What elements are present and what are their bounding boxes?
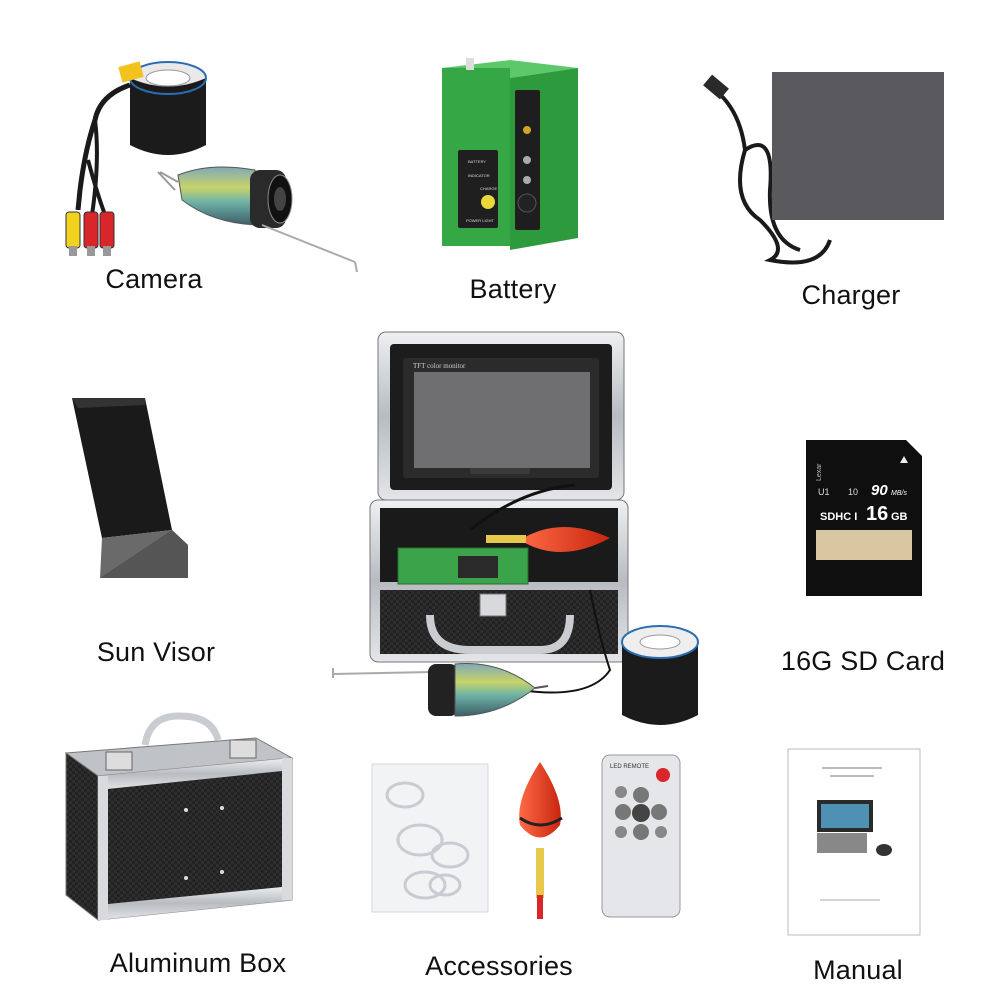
sun-visor-product xyxy=(72,398,188,578)
sd-speed: 90 xyxy=(871,482,888,499)
battery-product xyxy=(442,58,578,250)
sd-speed-unit: MB/s xyxy=(891,490,907,497)
sd-capacity-unit: GB xyxy=(891,511,908,523)
fish-camera-secondary xyxy=(332,663,549,717)
charger-product xyxy=(703,72,944,265)
camera-label: Camera xyxy=(105,264,203,294)
remote-header: LED REMOTE xyxy=(610,764,649,770)
sd-uhs-mark: U1 xyxy=(818,487,830,497)
sd-type-mark: SDHC I xyxy=(820,511,857,523)
aluminum-box-label: Aluminum Box xyxy=(109,948,287,978)
accessories-label: Accessories xyxy=(425,951,573,981)
sun-visor-label: Sun Visor xyxy=(96,637,216,667)
manual-label: Manual xyxy=(813,955,903,985)
battery-panel-text-3: CHARGE xyxy=(480,186,497,191)
manual-product xyxy=(787,748,921,936)
cable-reel-secondary xyxy=(621,625,699,725)
sd-class-mark: 10 xyxy=(848,487,858,497)
battery-panel-text-2: INDICATOR xyxy=(468,173,490,178)
sd-capacity: 16 xyxy=(866,503,888,525)
sd-brand: Lexar xyxy=(816,463,823,481)
monitor-screen-caption: TFT color monitor xyxy=(413,362,466,370)
camera-product xyxy=(65,61,358,273)
battery-panel-text-1: BATTERY xyxy=(468,159,486,164)
battery-label: Battery xyxy=(469,274,557,304)
battery-panel-text-4: POWER LIGHT xyxy=(466,218,495,223)
aluminum-box-product xyxy=(64,712,294,922)
accessories-product xyxy=(371,754,681,919)
sd-card-product xyxy=(806,440,922,596)
charger-label: Charger xyxy=(801,280,901,310)
monitor-case-product xyxy=(369,331,629,694)
sd-card-label: 16G SD Card xyxy=(780,646,946,676)
